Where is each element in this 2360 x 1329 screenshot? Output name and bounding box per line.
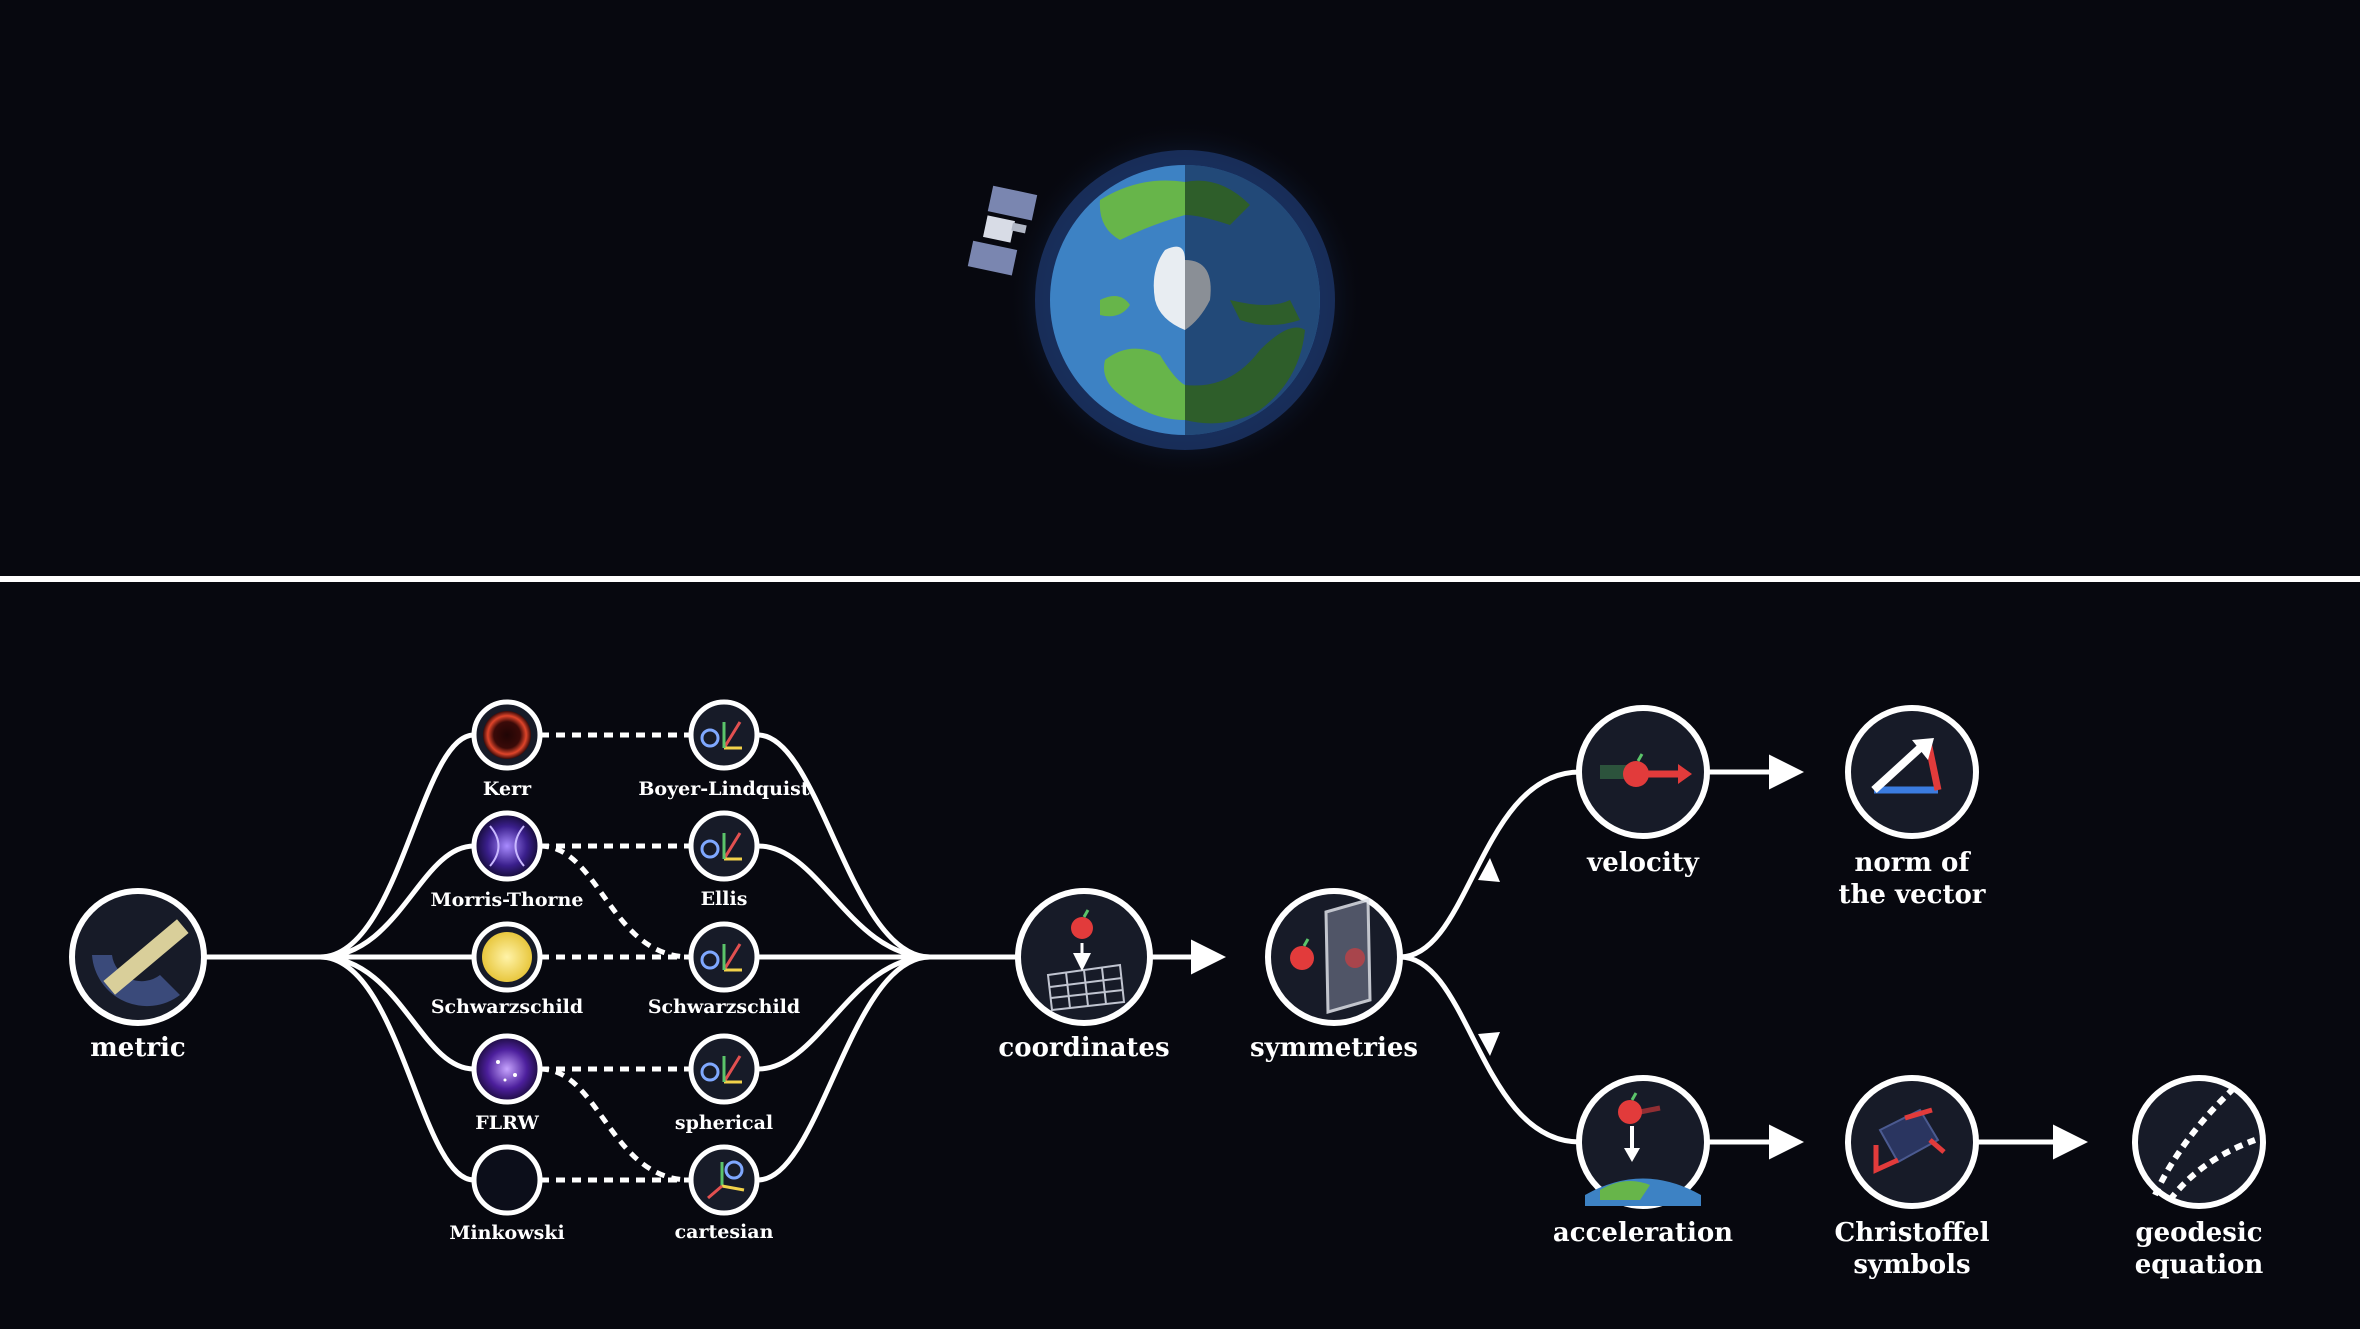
dashed-links (539, 732, 691, 1183)
empty-space-icon (471, 1144, 543, 1216)
axes-clock-icon (700, 1055, 742, 1084)
node-velocity[interactable] (1576, 705, 1710, 839)
arrowhead-down (1478, 1032, 1500, 1056)
label-spherical: spherical (675, 1112, 773, 1134)
horizontal-divider (0, 576, 2360, 582)
label-metric: metric (90, 1033, 185, 1063)
grid-apple-icon (1046, 909, 1126, 1012)
label-coordinates: coordinates (998, 1033, 1169, 1063)
node-boyer-lindquist[interactable] (688, 699, 760, 771)
apple-falling-icon (1585, 1092, 1701, 1206)
node-minkowski[interactable] (471, 1144, 543, 1216)
label-christoffel-line1: Christoffel (1835, 1218, 1990, 1248)
parallel-transport-icon (1873, 1107, 1946, 1174)
label-norm-line1: norm of (1854, 848, 1971, 878)
node-coordinates[interactable] (1015, 888, 1153, 1026)
vector-triangle-icon (1871, 738, 1942, 794)
label-ellis: Ellis (701, 888, 748, 910)
label-kerr: Kerr (483, 778, 532, 800)
axes-clock-icon (707, 1160, 745, 1200)
star-icon (482, 932, 532, 982)
node-cartesian[interactable] (688, 1144, 760, 1216)
label-schwarzschild-solution: Schwarzschild (431, 996, 583, 1018)
axes-clock-icon (700, 943, 742, 972)
node-kerr[interactable] (471, 699, 543, 771)
node-norm-of-vector[interactable] (1845, 705, 1979, 839)
axes-clock-icon (700, 832, 742, 861)
label-morris-thorne: Morris-Thorne (431, 889, 584, 911)
node-schwarzschild-solution[interactable] (471, 921, 543, 993)
galaxy-icon (496, 1060, 500, 1064)
geodesic-paths-icon (2152, 1087, 2257, 1202)
arrowhead-up (1478, 858, 1500, 882)
connector-to-acceleration (1399, 954, 1581, 1145)
dashed-morris-thorne-schwarzschild (539, 843, 691, 960)
label-geodesic-line1: geodesic (2135, 1218, 2262, 1248)
label-acceleration: acceleration (1553, 1218, 1733, 1248)
label-norm-line2: the vector (1838, 880, 1985, 910)
label-christoffel-line2: symbols (1853, 1250, 1970, 1280)
connector-from-spherical (757, 954, 931, 1072)
label-symmetries: symmetries (1250, 1033, 1418, 1063)
node-metric[interactable] (69, 888, 207, 1026)
node-acceleration[interactable] (1576, 1075, 1710, 1209)
node-ellis[interactable] (688, 810, 760, 882)
connector-to-minkowski (319, 954, 475, 1183)
dashed-flrw-cartesian (539, 1066, 691, 1183)
connector-to-morris-thorne (319, 843, 475, 960)
axes-clock-icon (700, 721, 742, 750)
node-symmetries[interactable] (1265, 888, 1403, 1026)
wormhole-icon (489, 825, 525, 867)
connector-from-cartesian (757, 954, 931, 1183)
node-flrw[interactable] (471, 1033, 543, 1105)
label-cartesian: cartesian (675, 1221, 774, 1243)
label-flrw: FLRW (475, 1112, 539, 1134)
connector-to-velocity (1399, 769, 1581, 960)
label-schwarzschild-coords: Schwarzschild (648, 996, 800, 1018)
black-hole-icon (483, 711, 531, 759)
node-spherical[interactable] (688, 1033, 760, 1105)
node-geodesic-equation[interactable] (2132, 1075, 2266, 1209)
connector-to-flrw (319, 954, 475, 1072)
label-velocity: velocity (1586, 848, 1700, 878)
earth (1005, 120, 1365, 480)
connector-from-boyer-lindquist (757, 732, 931, 960)
mirror-apple-icon (1290, 898, 1372, 1014)
label-minkowski: Minkowski (449, 1222, 564, 1244)
apple-velocity-icon (1600, 753, 1692, 787)
satellite (967, 185, 1038, 276)
label-boyer-lindquist: Boyer-Lindquist (638, 778, 809, 800)
connector-lines (206, 732, 2088, 1183)
label-geodesic-line2: equation (2135, 1250, 2264, 1280)
node-christoffel-symbols[interactable] (1845, 1075, 1979, 1209)
connector-to-kerr (319, 732, 475, 960)
node-schwarzschild-coords[interactable] (688, 921, 760, 993)
ruler-icon (103, 919, 189, 995)
node-morris-thorne[interactable] (471, 810, 543, 882)
connector-from-ellis (757, 843, 931, 960)
